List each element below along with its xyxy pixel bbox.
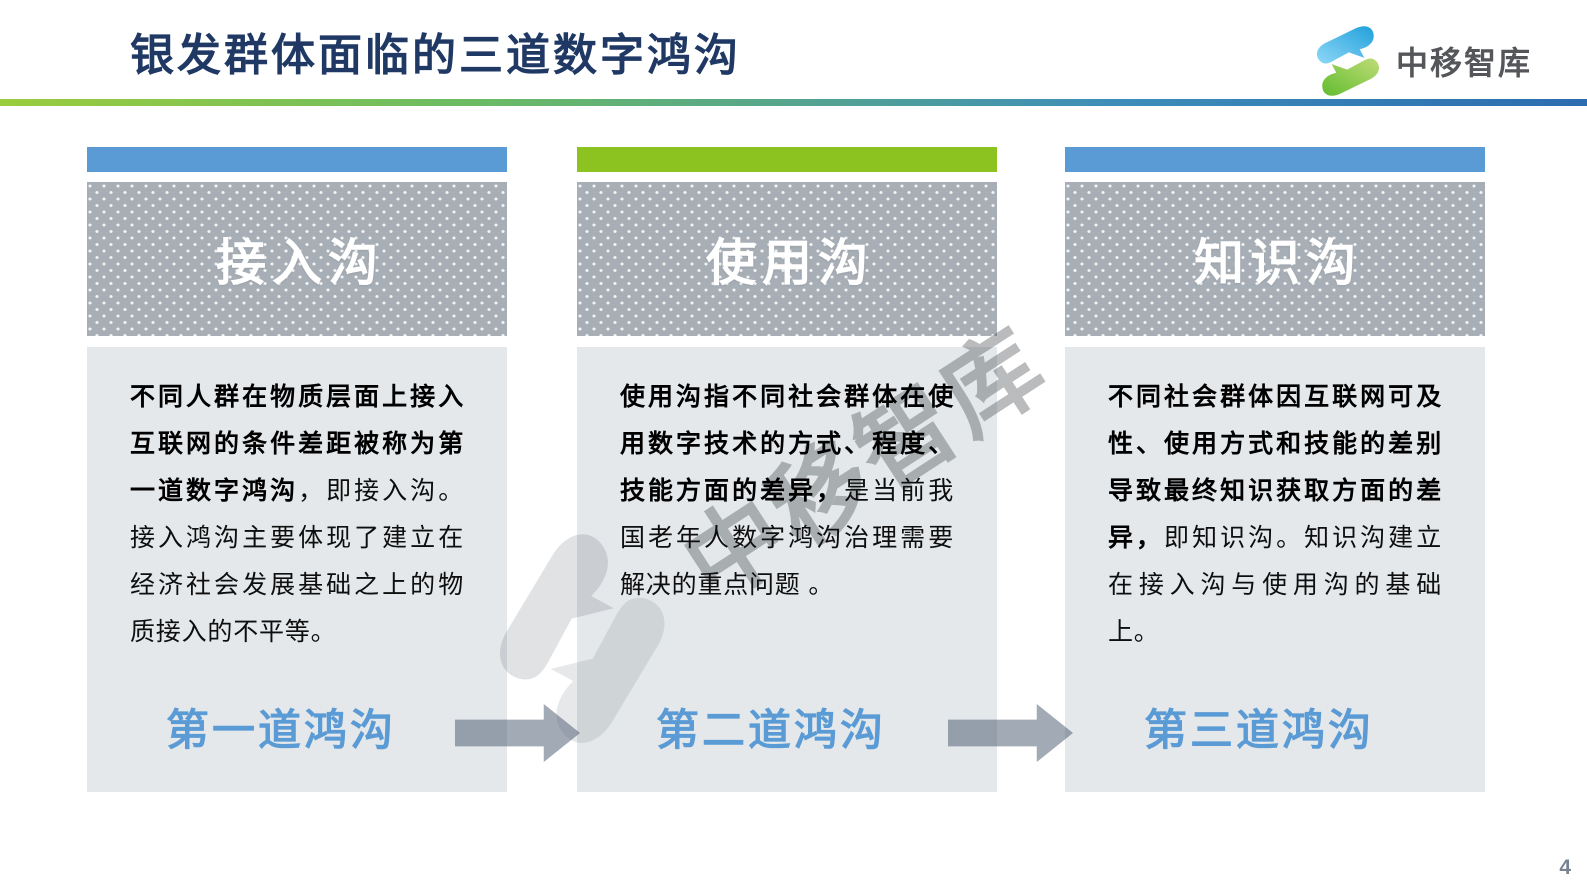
column-body-text-bold: 不同社会群体因互联网可及性、使用方式和技能的差别导致最终知识获取方面的差异， bbox=[1108, 383, 1442, 552]
column-knowledge-gap: 知识沟 不同社会群体因互联网可及性、使用方式和技能的差别导致最终知识获取方面的差… bbox=[1065, 147, 1485, 792]
column-body-text-rest: 是当前我国老年人数字鸿沟治理需要解决的重点问题 。 bbox=[620, 477, 954, 599]
brand-logo-text: 中移智库 bbox=[1395, 45, 1532, 81]
page-number: 4 bbox=[1559, 856, 1571, 879]
column-body-text-rest: ，即接入沟。接入鸿沟主要体现了建立在经济社会发展基础之上的物质接入的不平等。 bbox=[130, 477, 464, 646]
column-header-title: 知识沟 bbox=[1194, 235, 1362, 291]
column-footer-label: 第一道鸿沟 bbox=[166, 707, 396, 755]
column-footer-label: 第二道鸿沟 bbox=[656, 707, 886, 755]
column-accent-bar bbox=[1065, 147, 1485, 172]
title-divider-line bbox=[0, 99, 1587, 106]
column-body-panel: 不同社会群体因互联网可及性、使用方式和技能的差别导致最终知识获取方面的差异，即知… bbox=[1065, 347, 1485, 792]
column-header: 知识沟 bbox=[1065, 182, 1485, 336]
column-accent-bar bbox=[577, 147, 997, 172]
column-body-text: 不同人群在物质层面上接入互联网的条件差距被称为第一道数字鸿沟，即接入沟。接入鸿沟… bbox=[130, 374, 464, 656]
column-body-text-bold: 不同人群在物质层面上接入互联网的条件差距被称为第一道数字鸿沟 bbox=[130, 383, 464, 505]
column-header-title: 使用沟 bbox=[706, 235, 874, 291]
page-title: 银发群体面临的三道数字鸿沟 bbox=[130, 31, 741, 80]
brand-logo-icon bbox=[1316, 26, 1380, 96]
column-body-text: 使用沟指不同社会群体在使用数字技术的方式、程度、技能方面的差异，是当前我国老年人… bbox=[620, 374, 954, 609]
brand-logo: 中移智库 bbox=[1309, 22, 1532, 100]
column-body-text-bold: 使用沟指不同社会群体在使用数字技术的方式、程度、技能方面的差异， bbox=[620, 383, 954, 505]
column-body-text-rest: 即知识沟。知识沟建立在接入沟与使用沟的基础上。 bbox=[1108, 524, 1442, 646]
column-accent-bar bbox=[87, 147, 507, 172]
column-body-text: 不同社会群体因互联网可及性、使用方式和技能的差别导致最终知识获取方面的差异，即知… bbox=[1108, 374, 1442, 656]
column-body-panel: 使用沟指不同社会群体在使用数字技术的方式、程度、技能方面的差异，是当前我国老年人… bbox=[577, 347, 997, 792]
column-footer-label: 第三道鸿沟 bbox=[1144, 707, 1374, 755]
column-usage-gap: 使用沟 使用沟指不同社会群体在使用数字技术的方式、程度、技能方面的差异，是当前我… bbox=[577, 147, 997, 792]
column-header: 使用沟 bbox=[577, 182, 997, 336]
column-body-panel: 不同人群在物质层面上接入互联网的条件差距被称为第一道数字鸿沟，即接入沟。接入鸿沟… bbox=[87, 347, 507, 792]
column-header-title: 接入沟 bbox=[216, 235, 384, 291]
column-access-gap: 接入沟 不同人群在物质层面上接入互联网的条件差距被称为第一道数字鸿沟，即接入沟。… bbox=[87, 147, 507, 792]
column-header: 接入沟 bbox=[87, 182, 507, 336]
